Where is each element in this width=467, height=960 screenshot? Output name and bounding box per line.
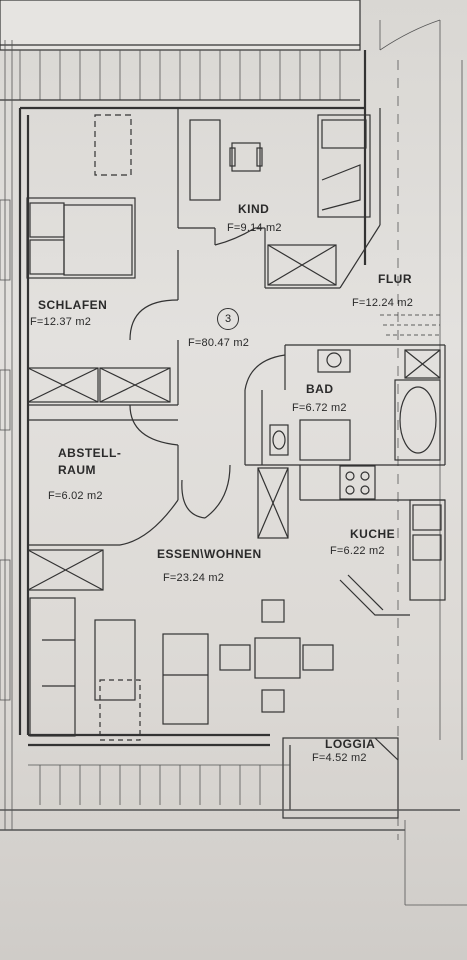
room-name-abstell-1: ABSTELL-: [58, 446, 122, 460]
room-area-flur: F=12.24 m2: [352, 297, 414, 309]
roof-hatch-bottom: [0, 764, 460, 831]
room-name-essen: ESSEN\WOHNEN: [157, 547, 262, 561]
room-area-bad: F=6.72 m2: [292, 402, 347, 414]
flur-stairs: [380, 314, 440, 336]
room-kind-walls: [177, 108, 381, 289]
room-area-loggia: F=4.52 m2: [312, 752, 367, 764]
room-area-kueche: F=6.22 m2: [330, 545, 385, 557]
unit-number-badge: 3: [217, 308, 239, 330]
right-exterior: [379, 19, 467, 906]
room-name-kind: KIND: [238, 202, 270, 216]
total-area: F=80.47 m2: [188, 337, 250, 349]
outer-walls: [18, 50, 367, 747]
roof-hatch-top: [0, 0, 361, 101]
room-schlafen-walls: [26, 114, 179, 406]
room-name-flur: FLUR: [378, 272, 412, 286]
left-exterior: [0, 40, 13, 830]
room-name-schlafen: SCHLAFEN: [38, 298, 108, 312]
room-area-schlafen: F=12.37 m2: [30, 316, 92, 328]
room-name-loggia: LOGGIA: [325, 737, 376, 751]
room-name-kueche: KUCHE: [350, 527, 396, 541]
room-bad-walls: [261, 344, 446, 466]
room-kueche-walls: [257, 465, 446, 616]
room-name-abstell-2: RAUM: [58, 463, 96, 477]
room-loggia: [282, 737, 399, 819]
living-furniture: [27, 549, 334, 741]
room-area-essen: F=23.24 m2: [163, 572, 225, 584]
room-area-abstell: F=6.02 m2: [48, 490, 103, 502]
room-name-bad: BAD: [306, 382, 334, 396]
hall-doors: [129, 354, 300, 519]
room-abstell-walls: [28, 419, 179, 546]
room-area-kind: F=9.14 m2: [227, 222, 282, 234]
